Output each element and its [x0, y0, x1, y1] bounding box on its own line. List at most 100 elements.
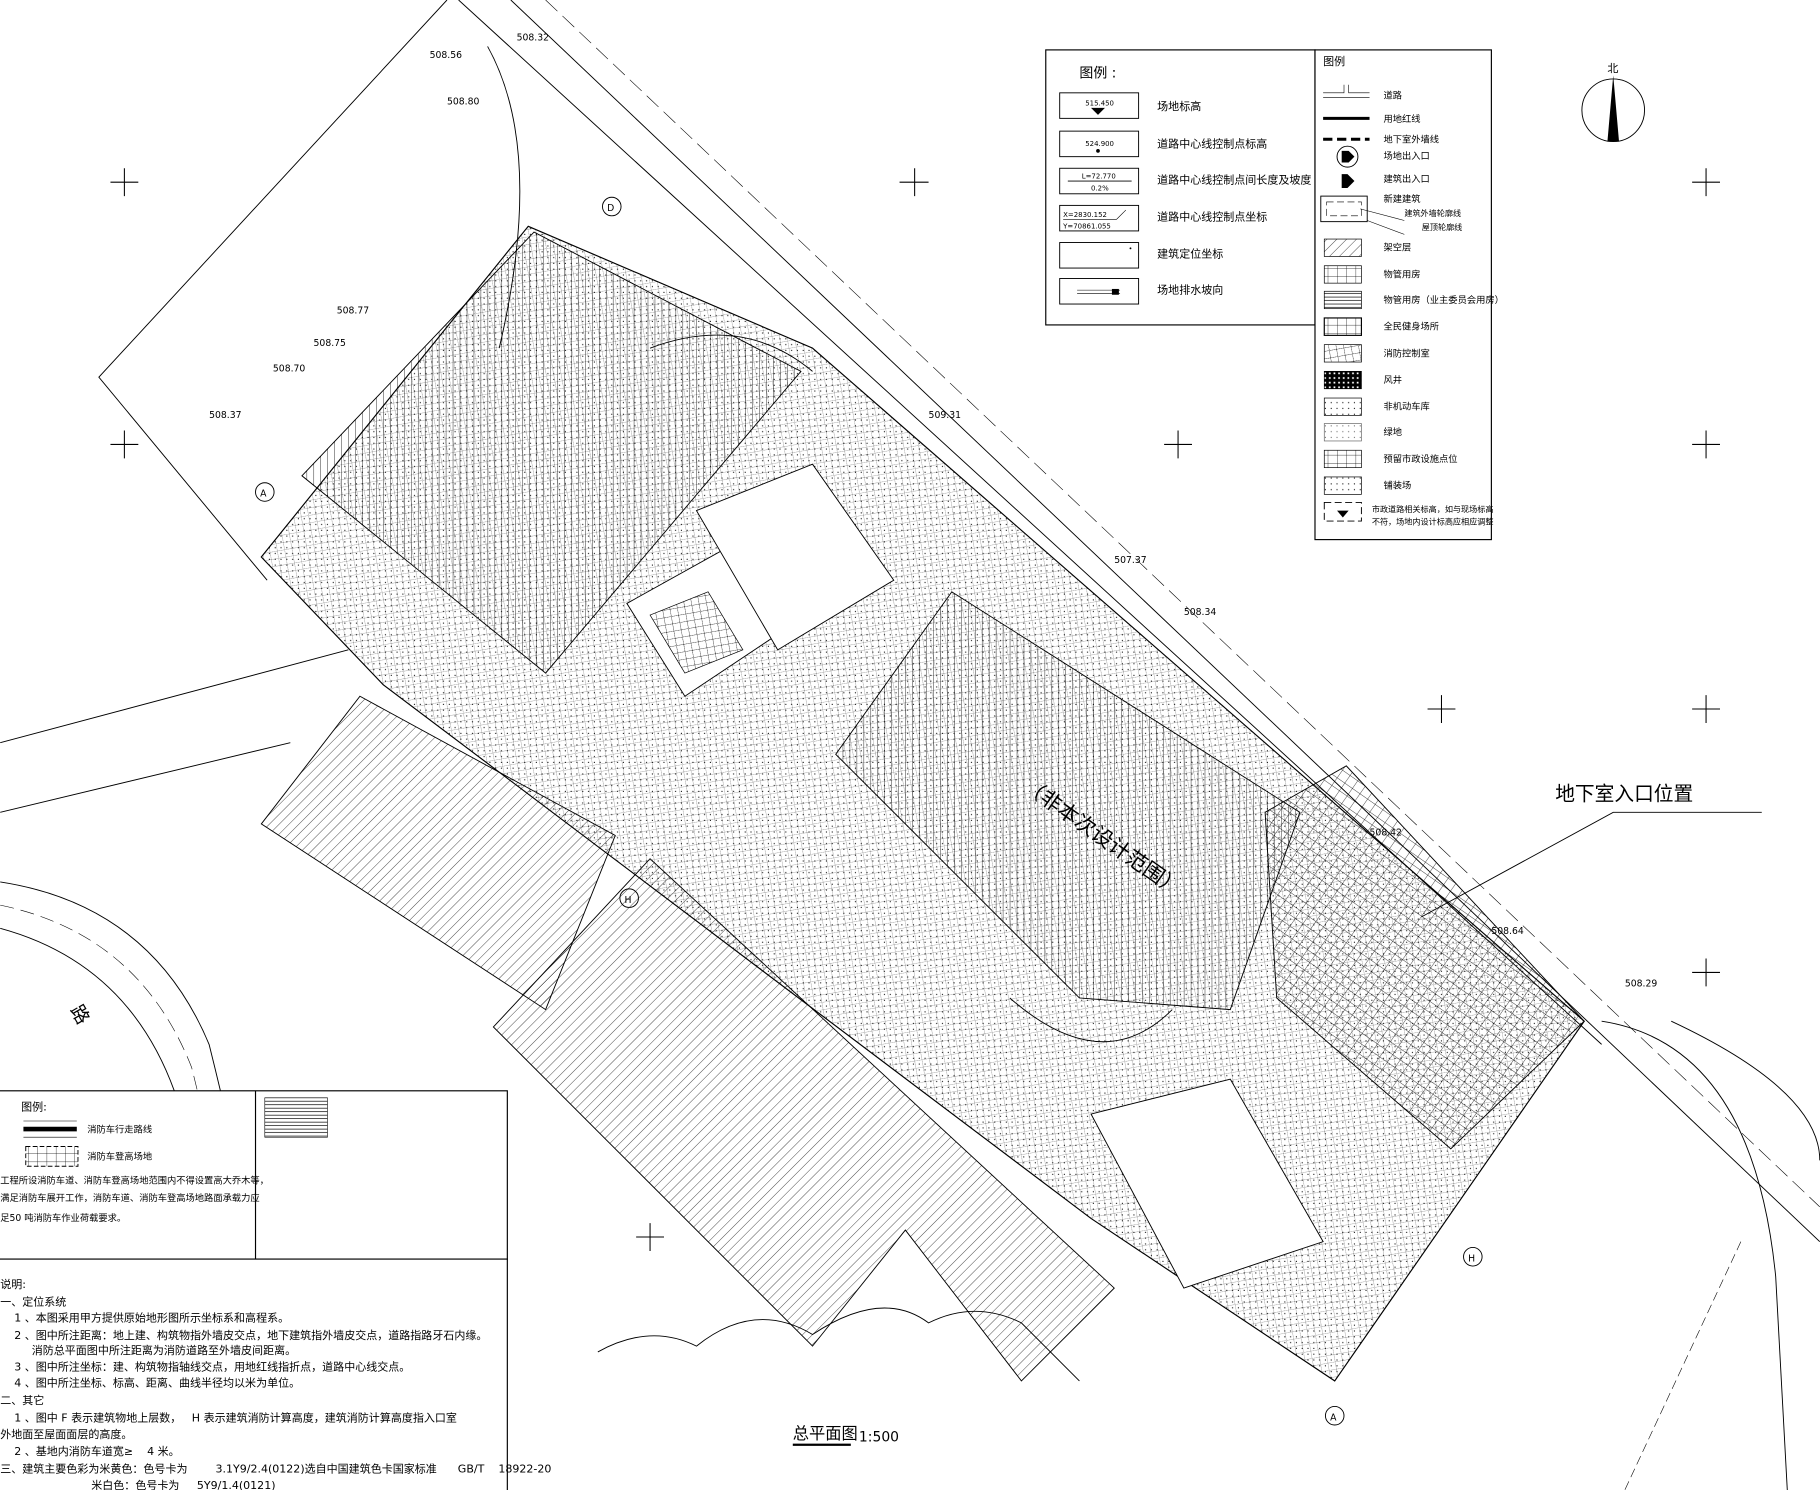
north-arrow-icon [1607, 75, 1620, 142]
axis-marker-label: H [625, 895, 632, 906]
legend-site-frame [1045, 49, 1316, 326]
elevation-label: 508.77 [337, 305, 370, 316]
legend-label: 市政道路相关标高，如与现场标高 [1372, 504, 1494, 514]
legend-label: 风井 [1383, 374, 1402, 386]
road-centerline [545, 0, 1820, 1208]
legend-sample: 524.900 [1085, 140, 1114, 148]
axis-marker-label: A [260, 489, 267, 500]
building-block-east [1264, 765, 1585, 1150]
road-west-edge-2 [0, 742, 291, 813]
road-symbol [1323, 84, 1370, 98]
legend-label: 消防控制室 [1383, 347, 1429, 359]
note-line: 1 、本图采用甲方提供原始地形图所示坐标系和高程系。 [0, 1311, 289, 1325]
building-entrance-icon [1341, 174, 1355, 188]
grid-cross [1692, 430, 1720, 459]
swatch-reserved [1323, 449, 1362, 469]
legend-swatch [1059, 167, 1140, 195]
elevation-label: 508.29 [1625, 978, 1658, 989]
legend-label: 全民健身场所 [1383, 321, 1439, 333]
note-line: 一、定位系统 [0, 1294, 66, 1308]
swatch-paving [1323, 476, 1362, 495]
basement-entrance-callout: 地下室入口位置 [1421, 783, 1762, 918]
legend-swatch [1059, 130, 1140, 158]
drainage-arrow-head [1111, 288, 1119, 295]
position-dot-icon [1129, 247, 1132, 250]
north-label: 北 [1607, 62, 1618, 75]
road-edge-north [510, 0, 1820, 1243]
axis-marker-label: H [1468, 1253, 1475, 1264]
building-block-central [835, 591, 1301, 1011]
courtyard [695, 463, 895, 651]
control-point-icon [1096, 149, 1100, 153]
legend-fire-heading: 图例: [21, 1100, 47, 1114]
legend-sample: L=72.770 [1082, 173, 1116, 181]
note-line: 三、建筑主要色彩为米黄色：色号卡为 3.1Y9/2.4(0122)选自中国建筑色… [0, 1462, 551, 1476]
legend-label: 用地红线 [1383, 113, 1420, 125]
curved-road-center [0, 904, 274, 1490]
legend-site: 图例 : 515.450 场地标高 524.900 道路中心线控制点标高 L=7… [1045, 49, 1316, 326]
legend-label: 非机动车库 [1383, 401, 1429, 413]
grid-cross [1692, 958, 1720, 987]
road-east-curve-2 [1671, 1020, 1820, 1161]
swatch-municipal-elevation [1323, 502, 1362, 522]
legend-item: L=72.770 0.2% 道路中心线控制点间长度及坡度 [1059, 167, 1311, 195]
grid-cross [110, 430, 139, 459]
note-line: 2 、基地内消防车道宽≥ 4 米。 [0, 1444, 179, 1458]
legend-label: 建筑定位坐标 [1157, 247, 1223, 261]
note-line: 4 、图中所注坐标、标高、距离、曲线半径均以米为单位。 [0, 1376, 300, 1390]
grid-cross [1164, 430, 1192, 459]
legend-symbols: 图例 道路 用地红线 地下室外墙线 场地出入口 建筑出入口 新建建筑 建筑外墙轮… [1314, 49, 1504, 541]
notes-frame [0, 1258, 508, 1490]
legend-label: 场地出入口 [1383, 150, 1429, 162]
elevation-label: 508.37 [209, 410, 242, 421]
axis-marker-h [1463, 1247, 1483, 1267]
legend-label: 道路中心线控制点间长度及坡度 [1157, 172, 1311, 186]
legend-item: 515.450 场地标高 [1059, 92, 1201, 119]
small-table-icon [264, 1097, 328, 1138]
fire-control-room [649, 591, 744, 674]
legend-item: 建筑定位坐标 [1059, 242, 1223, 269]
legend-label: 消防车登高场地 [87, 1150, 152, 1162]
leader-lines [1360, 208, 1405, 235]
legend-note: 工程所设消防车道、消防车登高场地范围内不得设置高大乔木等， [0, 1175, 269, 1187]
legend-swatch [1059, 204, 1140, 232]
coordinate-leader [1063, 209, 1127, 220]
fire-platform-symbol [25, 1146, 79, 1167]
swatch-owners-committee [1323, 290, 1362, 310]
legend-sample: Y=70861.055 [1062, 223, 1111, 231]
legend-sample: X=2830.152 [1063, 211, 1107, 219]
legend-sublabel: 屋顶轮廓线 [1422, 222, 1463, 232]
note-line: 外地面至屋面面层的高度。 [0, 1427, 132, 1441]
grid-cross [1427, 695, 1456, 723]
axis-markers: A D H H A [255, 196, 1483, 1426]
legend-label: 新建建筑 [1383, 193, 1420, 205]
legend-label: 场地排水坡向 [1157, 283, 1223, 297]
swatch-management-room [1323, 265, 1362, 284]
legend-swatch [1059, 278, 1140, 305]
note-line: 消防总平面图中所注距离为消防道路至外墙皮间距离。 [0, 1343, 296, 1357]
building-block-northwest [301, 231, 802, 674]
note-line: 二、其它 [0, 1393, 44, 1407]
leader-line [1421, 811, 1762, 918]
elevation-label: 509.31 [929, 410, 962, 421]
elevation-labels: 508.56 508.32 508.80 508.77 508.75 508.7… [209, 33, 1657, 990]
legend-label: 预留市政设施点位 [1383, 453, 1457, 465]
road-west-edge [0, 649, 349, 744]
elevation-label: 508.80 [447, 96, 480, 107]
axis-marker-label: A [1330, 1412, 1337, 1423]
legend-sample: 515.450 [1085, 100, 1114, 108]
axis-marker-a [255, 482, 275, 502]
notes: 说明: 一、定位系统 1 、本图采用甲方提供原始地形图所示坐标系和高程系。 2 … [0, 1258, 551, 1490]
scale-text: 1:500 [859, 1429, 899, 1445]
new-building-symbol [1320, 195, 1368, 223]
legend-label: 物管用房 [1383, 268, 1420, 280]
legend-label: 场地标高 [1157, 99, 1201, 113]
legend-label: 铺装场 [1383, 480, 1411, 492]
drawing-title: 总平面图 1:500 [792, 1424, 899, 1446]
site-entrance-icon [1336, 145, 1359, 168]
elevation-label: 508.42 [1370, 828, 1402, 839]
site-entrance-arrow [1341, 150, 1355, 163]
swatch-green [1323, 423, 1362, 442]
legend-label: 道路 [1383, 90, 1402, 102]
